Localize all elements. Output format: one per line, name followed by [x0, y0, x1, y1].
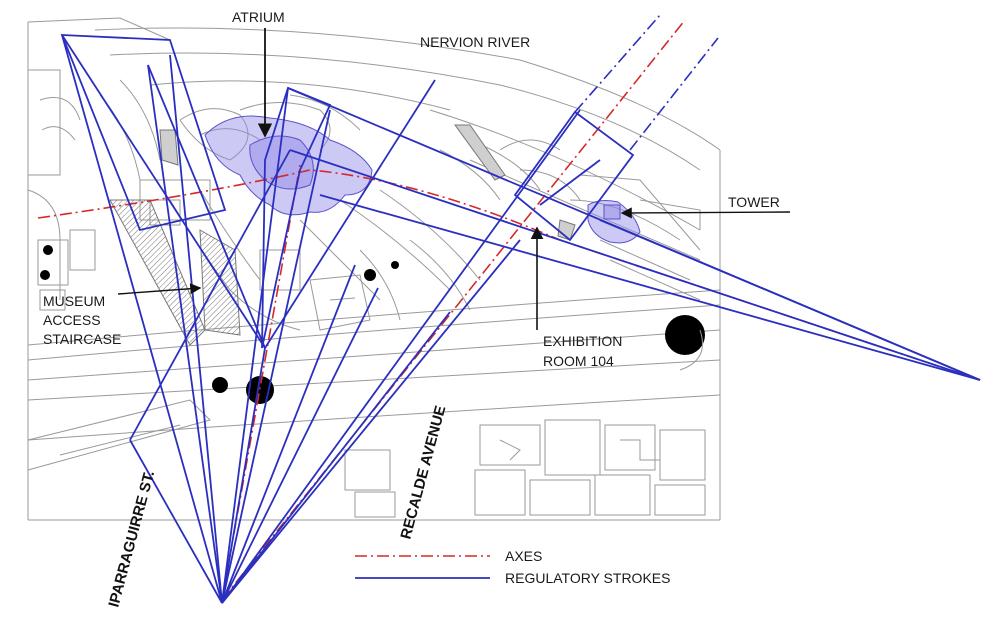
- atrium-frame: [261, 86, 332, 349]
- left-frame: [60, 34, 227, 232]
- staircase-label-1: MUSEUM: [43, 293, 105, 309]
- staircase-label-2: ACCESS: [43, 312, 101, 328]
- tower-core: [603, 204, 621, 220]
- axis-diagonal-left-border: [574, 14, 661, 113]
- exhibition-label-2: ROOM 104: [543, 353, 614, 369]
- iparraguirre-street-label: IPARRAGUIRRE ST.: [105, 469, 158, 609]
- annotations: ATRIUM NERVION RIVER TOWER MUSEUM ACCESS…: [43, 9, 791, 609]
- legend: AXES REGULATORY STROKES: [355, 548, 670, 586]
- axis-diagonal-main: [221, 19, 686, 601]
- axis-diagonal-right-border: [629, 37, 719, 151]
- legend-axes-label: AXES: [505, 548, 542, 564]
- tower-label: TOWER: [728, 194, 780, 210]
- regulatory-strokes: [60, 34, 981, 604]
- atrium-zone-inner: [249, 135, 314, 190]
- legend-strokes-label: REGULATORY STROKES: [505, 570, 670, 586]
- atrium-label: ATRIUM: [232, 9, 285, 25]
- site-plan-background: [27, 17, 721, 521]
- staircase-label-3: STAIRCASE: [43, 331, 121, 347]
- nervion-river-label: NERVION RIVER: [420, 34, 530, 50]
- tower-frame: [513, 110, 635, 242]
- exhibition-label-1: EXHIBITION: [543, 333, 622, 349]
